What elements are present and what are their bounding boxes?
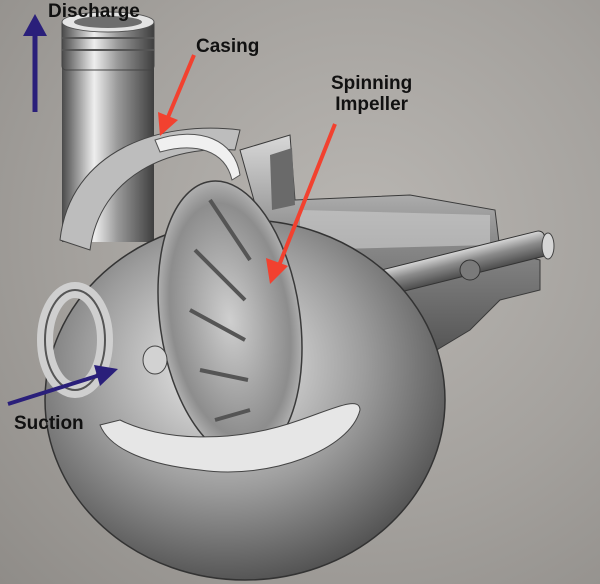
discharge-flow-arrow (23, 14, 47, 112)
spinning-impeller-label: Spinning Impeller (331, 73, 413, 116)
casing-callout-arrow (158, 54, 196, 136)
discharge-label: Discharge (48, 1, 140, 22)
suction-flow-arrow (7, 365, 118, 406)
casing-label: Casing (196, 36, 260, 57)
impeller (157, 180, 303, 460)
casing-cutaway-edge (99, 133, 361, 473)
spinning-impeller-label-line1: Spinning (331, 73, 413, 94)
suction-label: Suction (14, 413, 84, 434)
suction-inlet (37, 282, 168, 398)
impeller-callout-arrow (266, 123, 337, 284)
spinning-impeller-label-line2: Impeller (335, 93, 409, 115)
